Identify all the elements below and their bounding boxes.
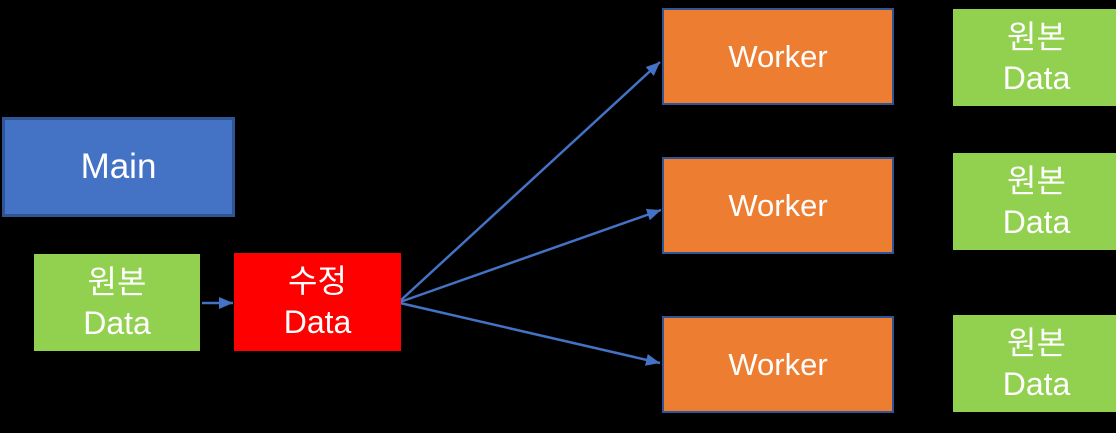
source-data-label-line1: 원본 bbox=[87, 263, 147, 300]
worker-3-label: Worker bbox=[728, 346, 828, 382]
worker-node-3: Worker bbox=[662, 316, 894, 413]
worker-1-label: Worker bbox=[728, 38, 828, 74]
worker-1-data-node: 원본 Data bbox=[953, 9, 1116, 106]
worker-2-data-label-line2: Data bbox=[1002, 203, 1071, 240]
arrow-modified-to-worker-1 bbox=[399, 61, 661, 302]
worker-3-data-label-line1: 원본 bbox=[1007, 324, 1066, 361]
source-data-label-line2: Data bbox=[83, 304, 151, 341]
worker-2-data-label-line1: 원본 bbox=[1007, 162, 1066, 199]
main-process-label: Main bbox=[80, 147, 157, 186]
arrow-modified-to-worker-2 bbox=[399, 208, 662, 304]
arrow-modified-to-worker-3 bbox=[399, 301, 661, 366]
main-process-node: Main bbox=[2, 117, 235, 217]
worker-2-data-node: 원본 Data bbox=[953, 153, 1116, 250]
modified-data-label-line2: Data bbox=[283, 304, 352, 340]
source-data-node: 원본 Data bbox=[34, 254, 200, 351]
worker-node-1: Worker bbox=[662, 8, 894, 105]
worker-3-data-node: 원본 Data bbox=[953, 315, 1116, 412]
worker-3-data-label-line2: Data bbox=[1002, 365, 1071, 402]
modified-data-label-line1: 수정 bbox=[288, 263, 347, 300]
modified-data-node: 수정 Data bbox=[234, 253, 401, 351]
worker-node-2: Worker bbox=[662, 157, 894, 254]
worker-1-data-label-line2: Data bbox=[1002, 59, 1071, 96]
worker-1-data-label-line1: 원본 bbox=[1007, 18, 1066, 55]
worker-2-label: Worker bbox=[728, 187, 828, 223]
